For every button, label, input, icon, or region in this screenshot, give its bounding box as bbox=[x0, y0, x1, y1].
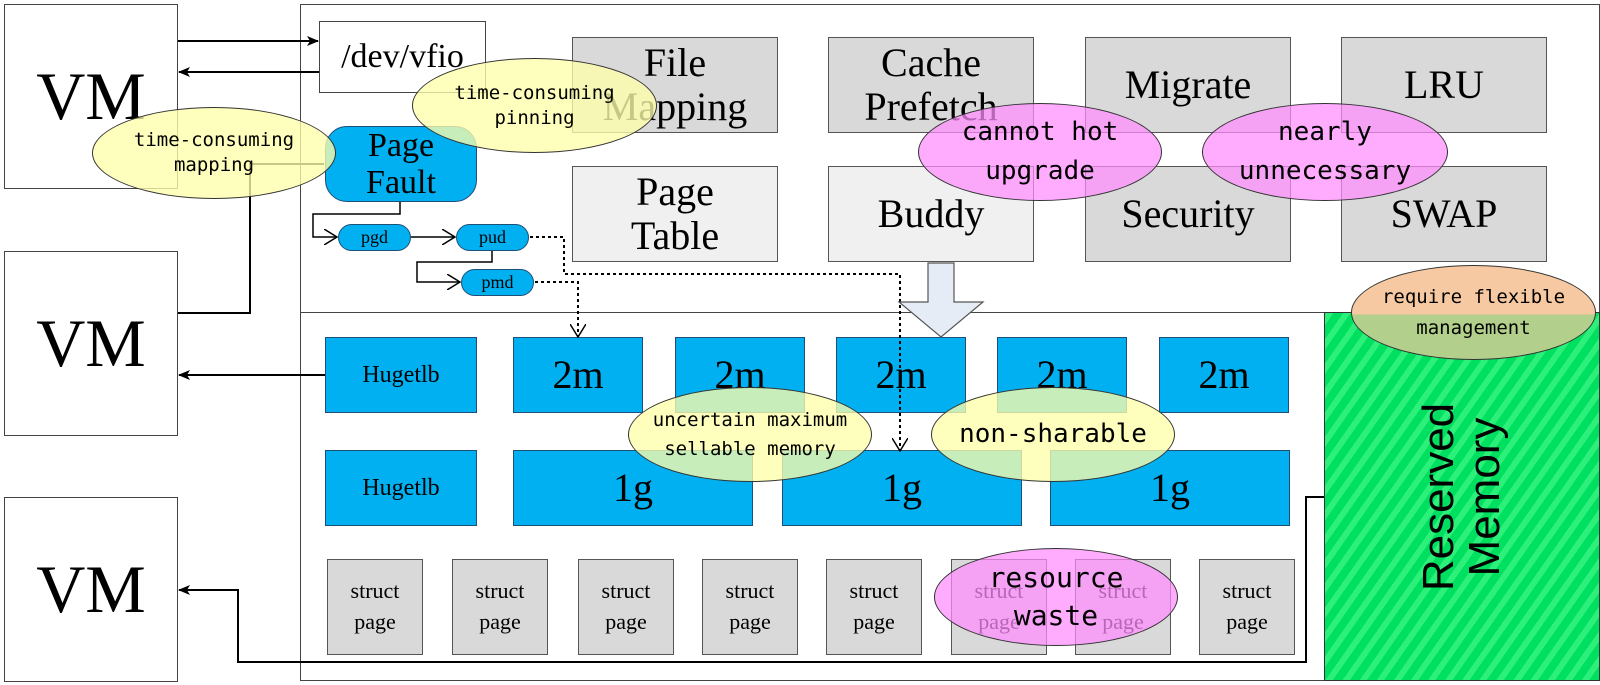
annotation-text: time-consuming bbox=[454, 81, 615, 104]
annotation-nearly-unnecessary: nearly unnecessary bbox=[1202, 103, 1448, 201]
annotation-text: upgrade bbox=[985, 156, 1095, 186]
annotation-text: sellable memory bbox=[664, 437, 836, 460]
struct-page-box: struct page bbox=[1199, 559, 1295, 655]
annotation-text: waste bbox=[1013, 599, 1099, 632]
page-size-label: 1g bbox=[1150, 465, 1190, 510]
annotation-text: pinning bbox=[494, 106, 575, 129]
struct-page-label: struct page bbox=[725, 578, 775, 634]
struct-page-label: struct page bbox=[1222, 578, 1272, 634]
annotation-text: management bbox=[1416, 316, 1531, 339]
pud-node: pud bbox=[456, 224, 529, 251]
annotation-non-sharable: non-sharable bbox=[931, 387, 1175, 482]
annotation-resource-waste: resource waste bbox=[934, 548, 1178, 646]
subsystem-label: Security bbox=[1121, 191, 1255, 236]
huge-page-2m: 2m bbox=[1159, 337, 1289, 413]
annotation-text: mapping bbox=[173, 154, 255, 176]
struct-page-label: struct page bbox=[601, 578, 651, 634]
struct-page-box: struct page bbox=[327, 559, 423, 655]
hugetlb-2m-pool: Hugetlb bbox=[325, 337, 477, 413]
subsystem-label: Page Table bbox=[630, 169, 720, 258]
pmd-label: pmd bbox=[481, 271, 514, 292]
annotation-text: non-sharable bbox=[959, 418, 1147, 449]
annotation-text: unnecessary bbox=[1238, 156, 1412, 186]
vm-box-3: VM bbox=[4, 497, 178, 682]
page-size-label: 1g bbox=[613, 465, 653, 510]
vm-label: VM bbox=[36, 551, 146, 628]
struct-page-box: struct page bbox=[826, 559, 922, 655]
huge-page-1g: 1g bbox=[1050, 450, 1290, 526]
pgd-node: pgd bbox=[338, 224, 411, 251]
annotation-text: cannot hot bbox=[961, 117, 1119, 147]
annotation-text: require flexible bbox=[1381, 286, 1566, 309]
reserved-to-vm3-arrow bbox=[178, 496, 1324, 663]
pmd-to-2m-dotted-arrow bbox=[535, 281, 578, 337]
annotation-text: nearly bbox=[1278, 117, 1372, 147]
hugetlb-1g-pool: Hugetlb bbox=[325, 450, 477, 526]
page-size-label: 2m bbox=[1198, 352, 1250, 397]
vm-label: VM bbox=[36, 305, 146, 382]
struct-page-box: struct page bbox=[578, 559, 674, 655]
page-fault-to-pgd-arrow bbox=[312, 202, 401, 237]
annotation-text: time-consuming bbox=[133, 129, 295, 152]
buddy-to-memory-arrow bbox=[897, 262, 985, 338]
annotation-text: resource bbox=[988, 561, 1124, 595]
pud-to-pmd-arrow bbox=[416, 251, 493, 282]
subsystem-page-table: Page Table bbox=[572, 166, 778, 262]
pud-label: pud bbox=[479, 226, 506, 247]
annotation-cannot-hot-upgrade: cannot hot upgrade bbox=[918, 103, 1162, 201]
page-size-label: 1g bbox=[882, 465, 922, 510]
page-size-label: 2m bbox=[552, 352, 604, 397]
hugetlb-label: Hugetlb bbox=[362, 361, 440, 388]
pmd-node: pmd bbox=[461, 269, 534, 296]
subsystem-label: Buddy bbox=[877, 191, 985, 236]
struct-page-label: struct page bbox=[849, 578, 899, 634]
hugetlb-label: Hugetlb bbox=[362, 474, 440, 501]
struct-page-label: struct page bbox=[475, 578, 525, 634]
huge-page-2m: 2m bbox=[513, 337, 643, 413]
subsystem-label: LRU bbox=[1404, 62, 1484, 107]
reserved-memory-region: Reserved Memory bbox=[1324, 312, 1600, 681]
struct-page-box: struct page bbox=[702, 559, 798, 655]
vm-box-1: VM bbox=[4, 4, 178, 189]
annotation-uncertain-max-sellable-memory: uncertain maximum sellable memory bbox=[628, 387, 872, 482]
struct-page-box: struct page bbox=[452, 559, 548, 655]
subsystem-label: Migrate bbox=[1124, 62, 1252, 107]
vm-box-2: VM bbox=[4, 251, 178, 436]
subsystem-label: SWAP bbox=[1390, 191, 1498, 236]
annotation-require-flexible-management: require flexible management bbox=[1351, 265, 1596, 360]
pgd-label: pgd bbox=[361, 226, 388, 247]
struct-page-label: struct page bbox=[350, 578, 400, 634]
dev-vfio-label: /dev/vfio bbox=[341, 38, 464, 76]
annotation-text: uncertain maximum bbox=[652, 409, 848, 431]
page-fault-label: Page Fault bbox=[366, 126, 436, 201]
